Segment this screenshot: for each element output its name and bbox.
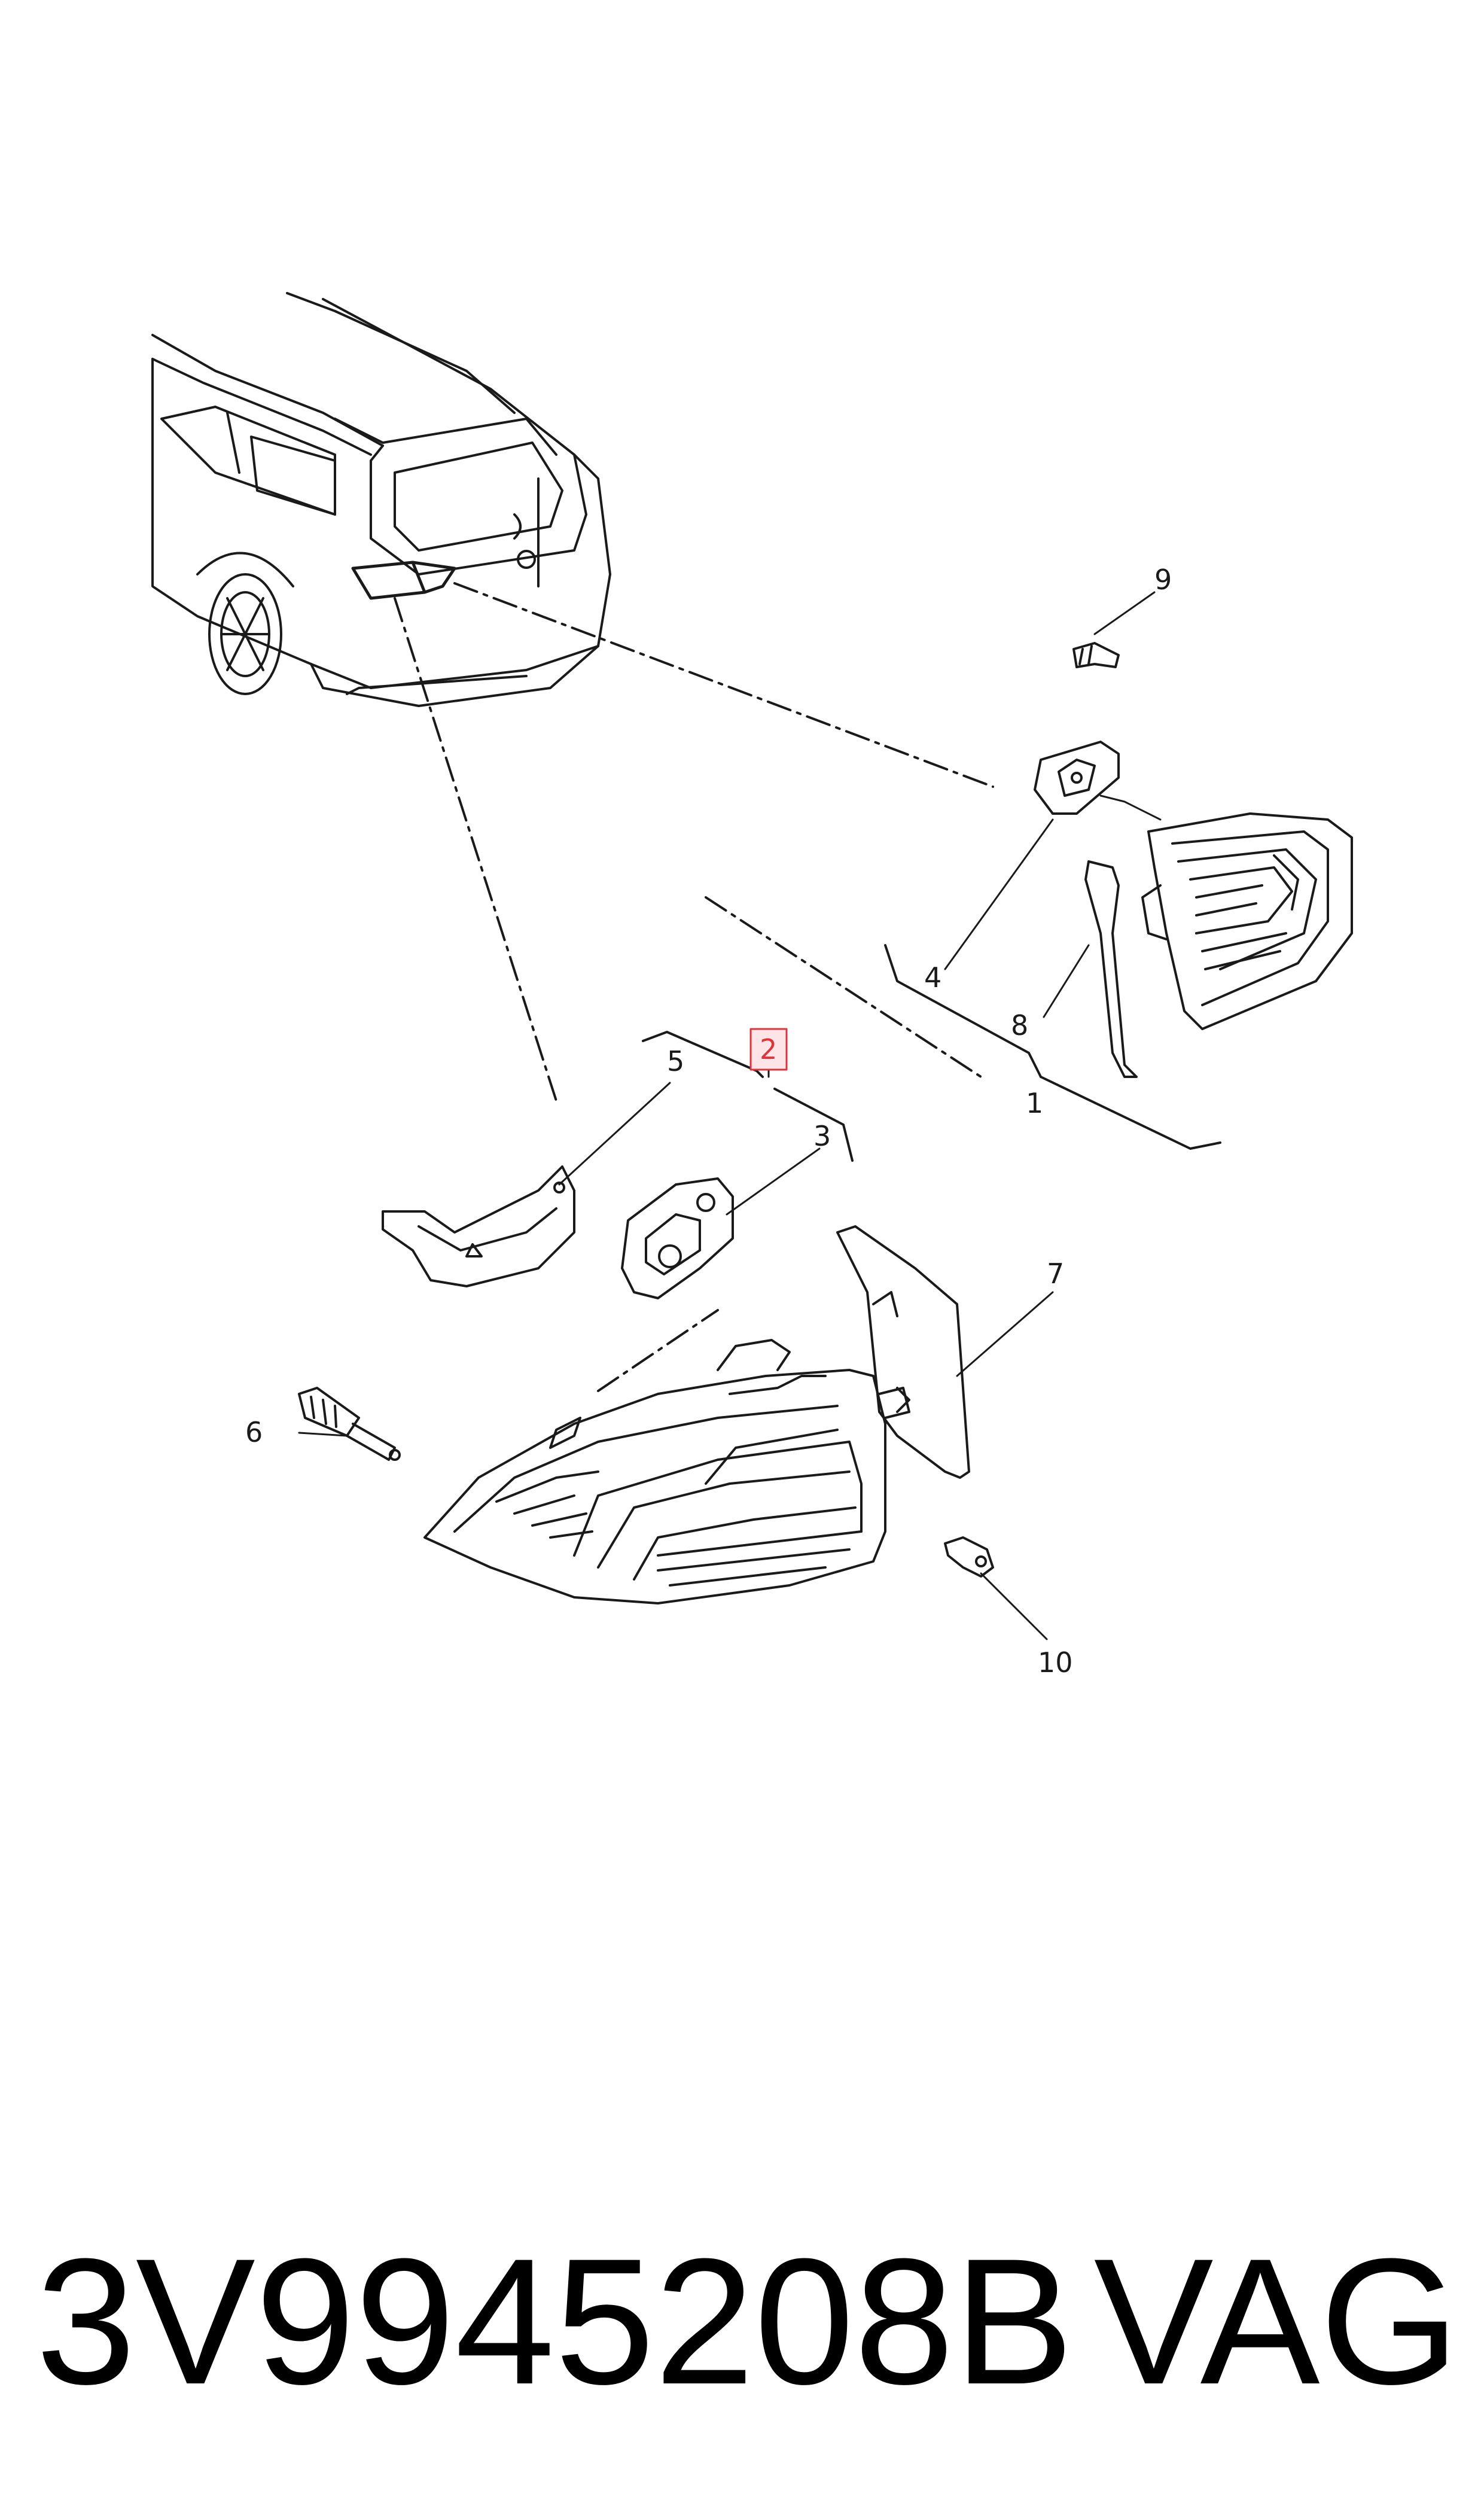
callout-leaders [298,591,1162,1640]
callout-9: 9 [1154,564,1172,596]
callout-10: 10 [1038,1646,1073,1679]
callout-5: 5 [667,1045,684,1077]
part-6-stud [298,1387,401,1461]
part-7-seal [836,1225,970,1479]
part-9-bolt [1072,642,1120,668]
outer-tail-lamp [423,1339,910,1604]
leader-lines [394,582,994,1392]
callout-2: 2 [760,1033,777,1065]
footer: 3V9945208B VAG [36,2225,1459,2417]
callout-8: 8 [1011,1009,1028,1042]
callout-1: 1 [1026,1087,1043,1119]
part-number-label: 3V9945208B [36,2221,1074,2422]
part-4-gasket [1034,741,1120,815]
part-10-screw [944,1536,994,1578]
part-8-trim-strip [1084,860,1138,1078]
part-3-gasket [621,1177,734,1299]
car-rear-illustration [151,292,611,707]
brand-label: VAG [1093,2221,1459,2422]
exploded-parts-diagram: 9 4 8 1 5 3 7 6 10 2 [151,292,1353,1679]
callout-3: 3 [813,1120,831,1152]
callout-4: 4 [924,961,941,994]
highlight-box [749,1028,788,1071]
callout-7: 7 [1047,1258,1064,1290]
callout-labels: 9 4 8 1 5 3 7 6 10 2 [245,564,1172,1679]
inner-tail-lamp [1141,812,1353,1030]
part-5-cover [382,1165,575,1287]
assembly-brackets [642,944,1221,1162]
callout-6: 6 [245,1416,263,1448]
